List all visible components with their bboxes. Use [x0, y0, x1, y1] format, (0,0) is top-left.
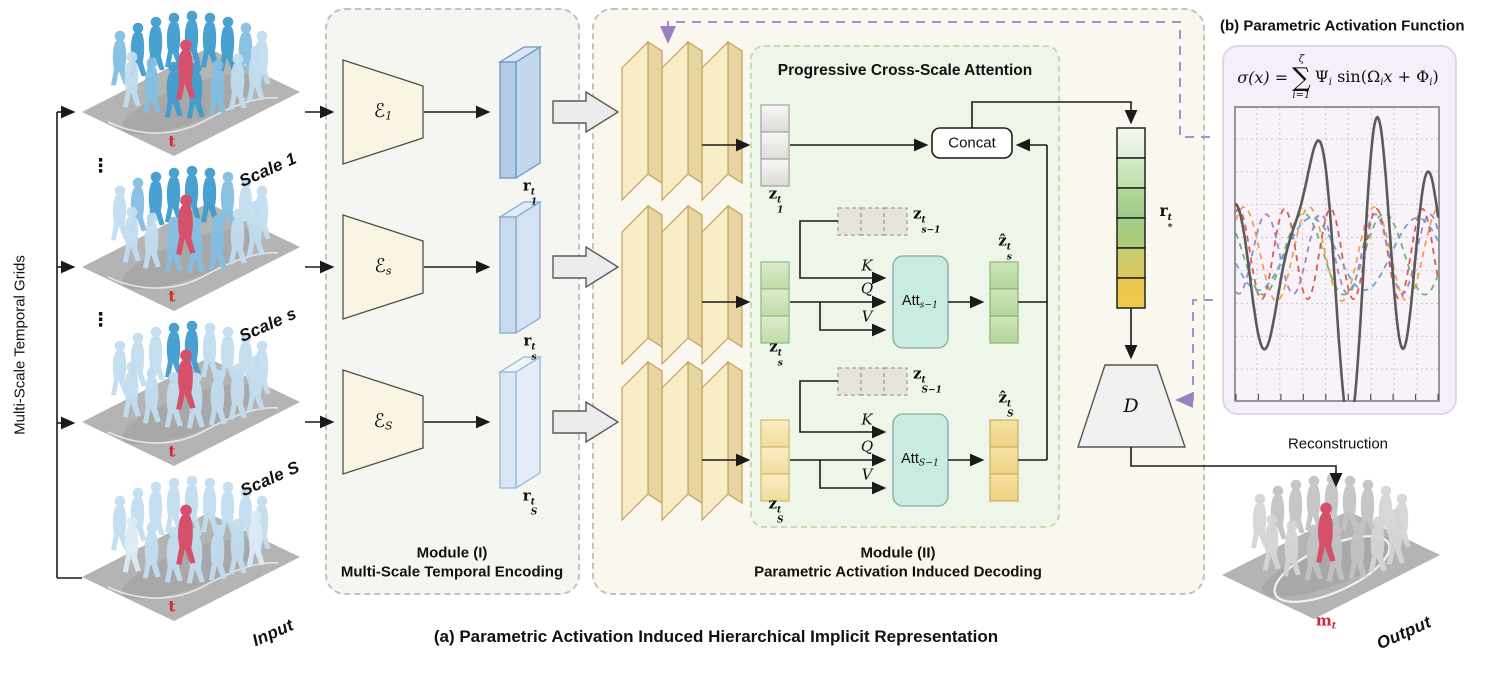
- vertical-ellipsis-1: ⋮: [91, 156, 111, 178]
- module2-title: Module (II): [860, 544, 936, 562]
- q-label-s: Q: [860, 279, 874, 298]
- decoder-label: D: [1123, 395, 1139, 418]
- output-grid: [1222, 473, 1440, 619]
- feature-stack-S: [621, 360, 743, 522]
- zS-hat-vector: [989, 419, 1019, 502]
- reconstruction-label: Reconstruction: [1287, 435, 1389, 453]
- t-marker-1: t: [168, 132, 176, 151]
- att-S-label: AttS−1: [901, 450, 939, 469]
- activation-plot: [1234, 106, 1440, 428]
- encoder-s-label: ℰs: [374, 254, 392, 278]
- q-label-S: Q: [860, 437, 874, 456]
- feature-stack-s: [621, 204, 743, 366]
- module1-title: Module (I): [416, 544, 488, 562]
- activation-formula: σ(x) = ζ ∑ i=1 Ψi sin(Ωix + Φi): [1237, 55, 1439, 101]
- formula-rhs: Ψi sin(Ωix + Φi): [1314, 66, 1439, 88]
- v-label-s: V: [861, 307, 873, 326]
- vertical-ellipsis-2: ⋮: [91, 310, 111, 332]
- z1-vector: [760, 104, 790, 187]
- module2-subtitle: Parametric Activation Induced Decoding: [754, 563, 1042, 581]
- feature-stack-1: [621, 40, 743, 202]
- block-arrow-2: [552, 400, 620, 444]
- motion-grid-0: [82, 10, 300, 156]
- motion-grid-1: [82, 165, 300, 311]
- caption-a: (a) Parametric Activation Induced Hierar…: [433, 627, 999, 647]
- panel-b-title: (b) Parametric Activation Function: [1220, 17, 1465, 35]
- k-label-S: K: [861, 410, 873, 429]
- decoder-block: [1077, 364, 1186, 448]
- encoder-1-label: ℰ1: [373, 99, 393, 123]
- block-arrow-0: [552, 90, 620, 134]
- feature-box-0: [497, 45, 543, 180]
- zS-prev-cells: [837, 367, 908, 396]
- attention-title: Progressive Cross-Scale Attention: [777, 62, 1033, 80]
- feature-box-2: [497, 355, 543, 490]
- encoder-2: [342, 369, 424, 475]
- zS-vector: [760, 419, 790, 502]
- att-s-label: Atts−1: [901, 292, 939, 311]
- block-arrow-1: [552, 245, 620, 289]
- encoder-1: [342, 214, 424, 320]
- t-marker-3: t: [168, 442, 176, 461]
- t-marker-4: t: [168, 597, 176, 616]
- concat-label: Concat: [948, 134, 996, 152]
- module1-subtitle: Multi-Scale Temporal Encoding: [340, 563, 564, 581]
- k-label-s: K: [861, 256, 873, 275]
- formula-lhs: σ(x) =: [1237, 67, 1289, 87]
- axis-label: Multi-Scale Temporal Grids: [11, 255, 29, 435]
- v-label-S: V: [861, 465, 873, 484]
- encoder-0: [342, 59, 424, 165]
- summation-symbol: ζ ∑ i=1: [1292, 54, 1311, 101]
- zs-hat-vector: [989, 261, 1019, 344]
- zs-prev-cells: [837, 207, 908, 236]
- motion-grid-3: [82, 475, 300, 621]
- m-t-label: mt: [1315, 611, 1337, 632]
- zs-vector: [760, 261, 790, 344]
- t-marker-2: t: [168, 287, 176, 306]
- fused-vector: [1116, 127, 1146, 309]
- motion-grid-2: [82, 320, 300, 466]
- feature-box-1: [497, 200, 543, 335]
- encoder-S-label: ℰS: [373, 409, 393, 433]
